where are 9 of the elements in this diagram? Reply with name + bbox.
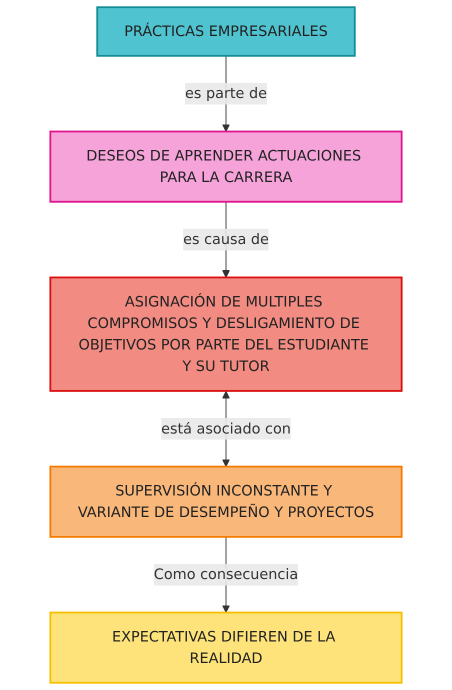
edge-label: es parte de bbox=[185, 84, 267, 102]
edge-label: está asociado con bbox=[161, 420, 291, 437]
edge-label: Como consecuencia bbox=[154, 566, 298, 583]
node-box: DESEOS DE APRENDER ACTUACIONES PARA LA CARRERA bbox=[49, 130, 403, 203]
node-box: PRÁCTICAS EMPRESARIALES bbox=[96, 6, 356, 57]
node-box: SUPERVISIÓN INCONSTANTE Y VARIANTE DE DESEMPEÑO Y PROYECTOS bbox=[49, 466, 403, 538]
node-box: EXPECTATIVAS DIFIEREN DE LA REALIDAD bbox=[49, 612, 403, 684]
node-box: ASIGNACIÓN DE MULTIPLES COMPROMISOS Y DESLIGAMIENTO DE OBJETIVOS POR PARTE DEL ESTUDIANTE Y SU TUTOR bbox=[49, 276, 403, 392]
edge-label: es causa de bbox=[183, 230, 269, 248]
